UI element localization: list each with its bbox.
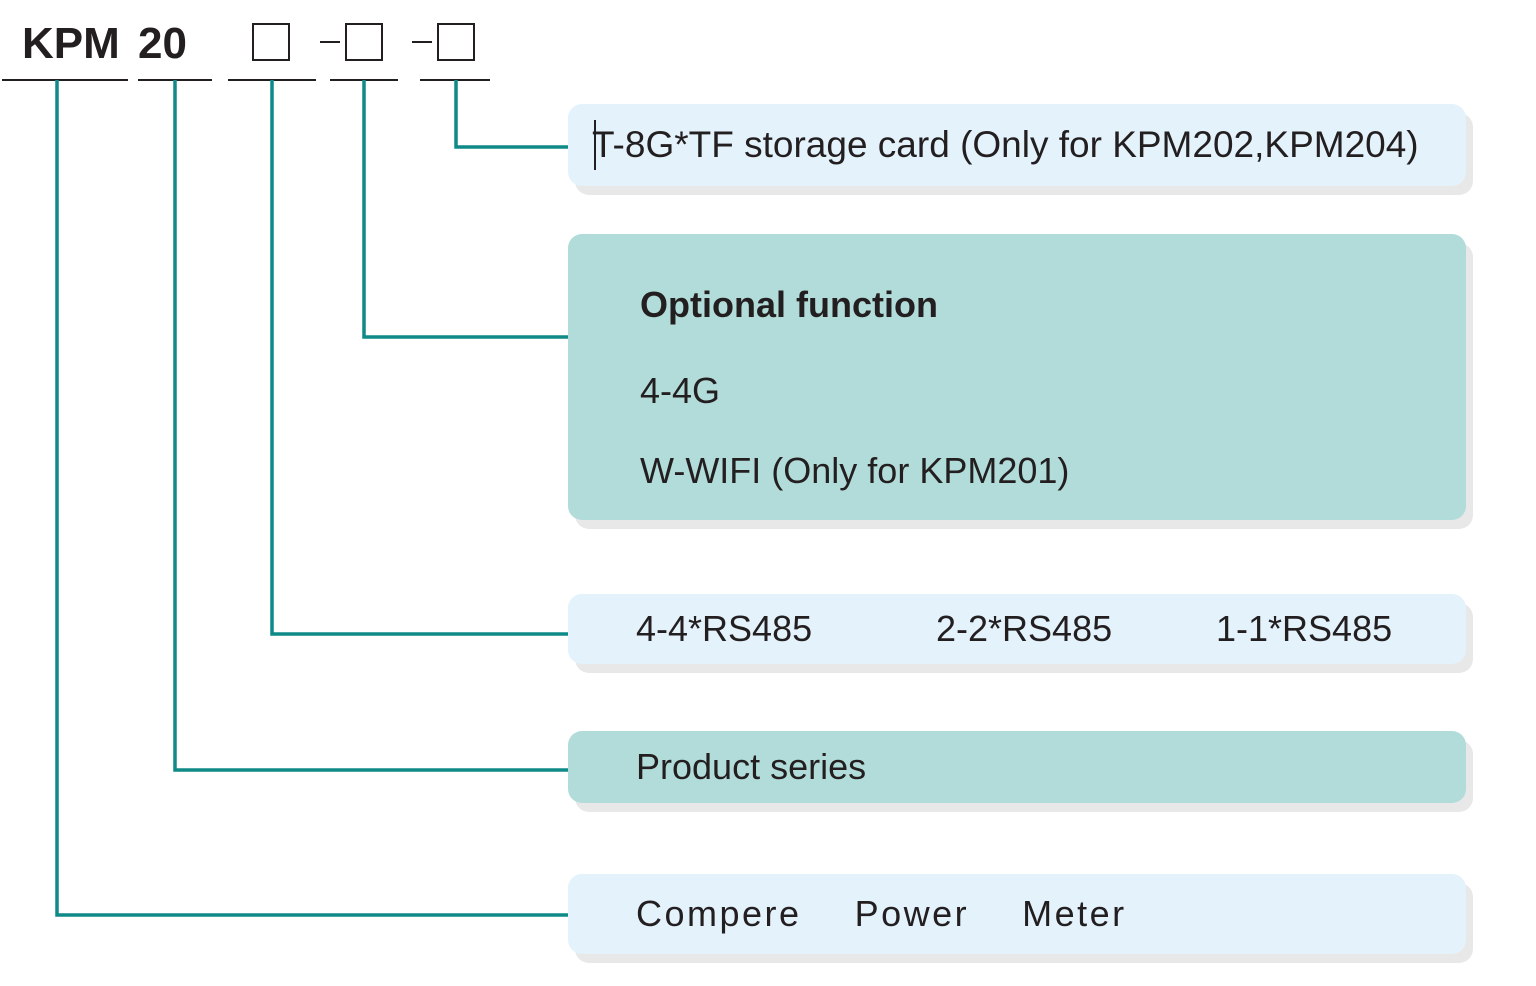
code-placeholder-box-2[interactable] xyxy=(345,23,383,61)
leader-line-optional-function xyxy=(362,80,568,339)
code-separator-dash-2 xyxy=(412,41,432,43)
leader-line-power-meter xyxy=(55,80,568,917)
callout-rs485-option-4: 4-4*RS485 xyxy=(636,607,813,649)
code-placeholder-box-3[interactable] xyxy=(437,23,475,61)
callout-rs485-option-1: 1-1*RS485 xyxy=(1216,607,1393,649)
leader-line-product-series xyxy=(173,80,568,772)
callout-optional-function-title: Optional function xyxy=(640,284,938,325)
callout-product-series[interactable]: Product series xyxy=(568,731,1466,803)
code-placeholder-box-1[interactable] xyxy=(252,23,290,61)
callout-option-4g: 4-4G xyxy=(640,370,721,412)
callout-rs485-option-2: 2-2*RS485 xyxy=(936,607,1113,649)
code-series-number: 20 xyxy=(138,19,187,68)
callout-power-meter[interactable]: Compere Power Meter xyxy=(568,874,1466,954)
code-prefix-kpm: KPM xyxy=(22,19,120,68)
callout-option-wifi: W-WIFI (Only for KPM201) xyxy=(640,450,1070,492)
callout-tf-storage-card-text: T-8G*TF storage card (Only for KPM202,KP… xyxy=(592,124,1419,166)
text-caret-icon xyxy=(594,120,596,170)
callout-tf-storage-card[interactable]: T-8G*TF storage card (Only for KPM202,KP… xyxy=(568,104,1466,186)
code-separator-dash-1 xyxy=(320,41,340,43)
callout-rs485-options[interactable]: 4-4*RS485 2-2*RS485 1-1*RS485 xyxy=(568,594,1466,664)
callout-product-series-text: Product series xyxy=(636,745,867,787)
callout-optional-function[interactable]: Optional function 4-4G W-WIFI (Only for … xyxy=(568,234,1466,520)
product-code-row: KPM 20 xyxy=(0,0,540,92)
callout-power-meter-text: Compere Power Meter xyxy=(636,892,1127,934)
leader-line-rs485 xyxy=(270,80,568,636)
